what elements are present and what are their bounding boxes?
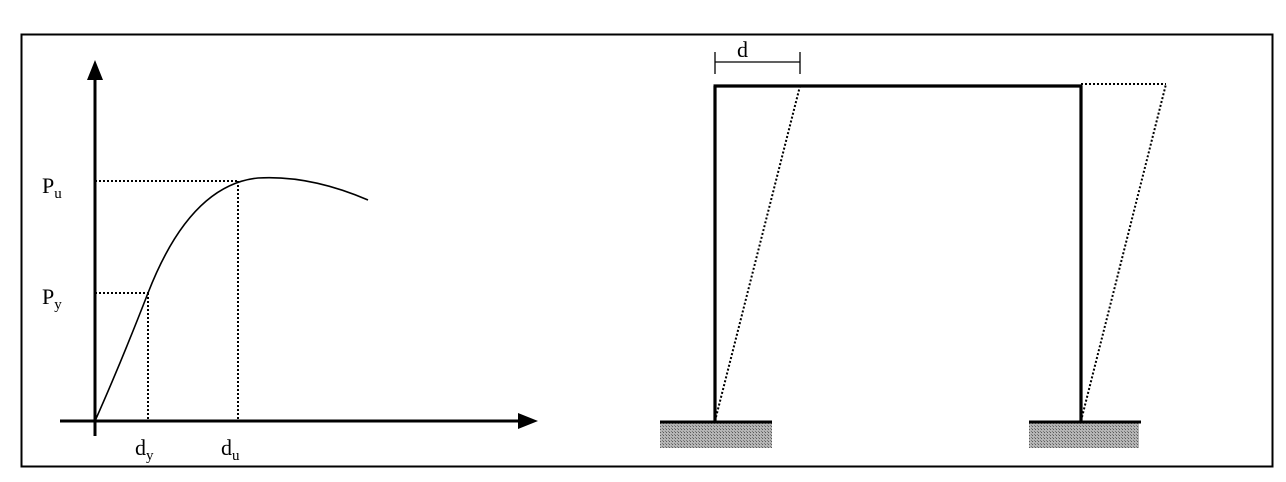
x-axis-arrowhead xyxy=(518,413,538,429)
deformed-right-column xyxy=(1080,83,1167,422)
deformed-left-column xyxy=(714,85,801,422)
figure-border xyxy=(20,33,1274,468)
right-ground-support xyxy=(1029,422,1139,448)
portal-frame-diagram: d xyxy=(660,37,1167,448)
p-u-label: Pu xyxy=(42,173,62,202)
d-y-label: dy xyxy=(135,435,154,464)
p-y-label: Py xyxy=(42,284,62,313)
load-displacement-plot: Pu Py dy du xyxy=(42,60,538,464)
drift-label: d xyxy=(737,37,748,62)
y-axis-arrowhead xyxy=(87,60,103,80)
capacity-curve xyxy=(94,176,369,422)
left-ground-support xyxy=(660,422,772,448)
d-u-label: du xyxy=(221,435,240,464)
